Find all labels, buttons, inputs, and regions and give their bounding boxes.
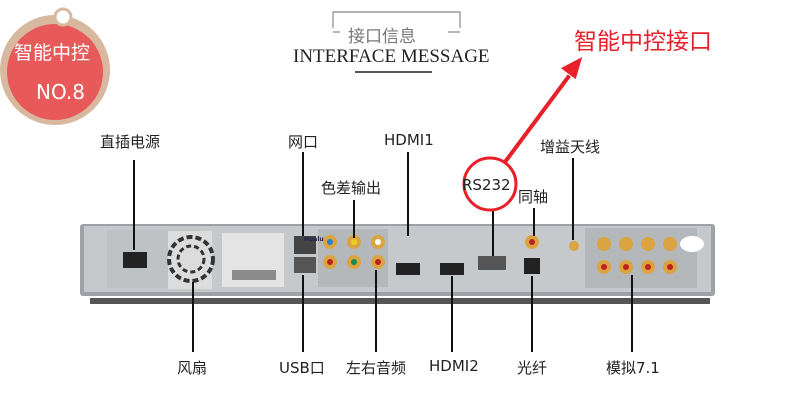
label-component: 色差输出 bbox=[321, 179, 382, 197]
header-frame bbox=[332, 11, 461, 73]
antenna-port bbox=[569, 241, 579, 251]
label-usb: USB口 bbox=[279, 359, 325, 377]
analog-71-jacks bbox=[597, 237, 677, 274]
badge-tag bbox=[0, 7, 110, 125]
red-arrow-icon bbox=[503, 55, 584, 164]
header-title-en: INTERFACE MESSAGE bbox=[293, 46, 490, 67]
label-ethernet: 网口 bbox=[288, 133, 319, 151]
ethernet-port bbox=[294, 236, 316, 254]
label-rs232: RS232 bbox=[462, 176, 511, 194]
leader-lines bbox=[133, 152, 633, 352]
label-analog71: 模拟7.1 bbox=[606, 359, 660, 377]
usb-port bbox=[294, 257, 316, 273]
power-socket bbox=[123, 252, 147, 268]
device-back-panel bbox=[80, 224, 715, 304]
label-optical: 光纤 bbox=[517, 359, 548, 377]
label-hdmi1: HDMI1 bbox=[384, 131, 434, 149]
device-brand-logo: Hualu bbox=[304, 236, 324, 243]
rs232-port bbox=[478, 256, 506, 270]
label-antenna: 增益天线 bbox=[540, 138, 601, 156]
badge-number: NO.8 bbox=[36, 80, 85, 104]
optical-port bbox=[524, 258, 540, 274]
label-fan: 风扇 bbox=[177, 359, 208, 377]
badge-title: 智能中控 bbox=[14, 42, 91, 64]
hdmi2-port bbox=[440, 263, 464, 275]
hdmi1-port bbox=[396, 263, 420, 275]
callout-title: 智能中控接口 bbox=[574, 29, 712, 55]
label-power: 直插电源 bbox=[100, 133, 161, 151]
label-audio-lr: 左右音频 bbox=[346, 359, 407, 377]
label-hdmi2: HDMI2 bbox=[429, 357, 479, 375]
rs232-highlight-circle bbox=[462, 156, 518, 212]
header-title-cn: 接口信息 bbox=[348, 27, 416, 47]
label-coaxial: 同轴 bbox=[518, 188, 549, 206]
